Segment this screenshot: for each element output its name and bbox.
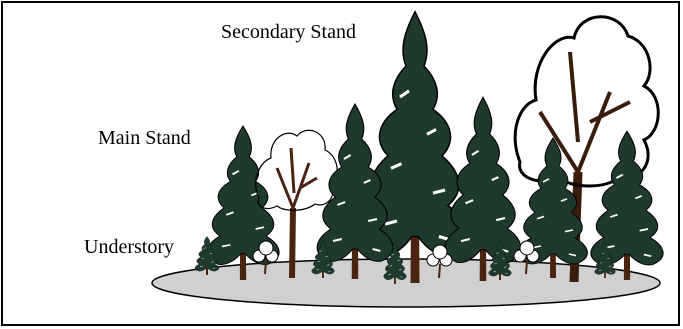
understory-label: Understory: [84, 236, 174, 258]
secondary-stand-label: Secondary Stand: [221, 21, 356, 43]
main-stand-label: Main Stand: [98, 127, 191, 149]
ground-ellipse: [151, 258, 661, 308]
